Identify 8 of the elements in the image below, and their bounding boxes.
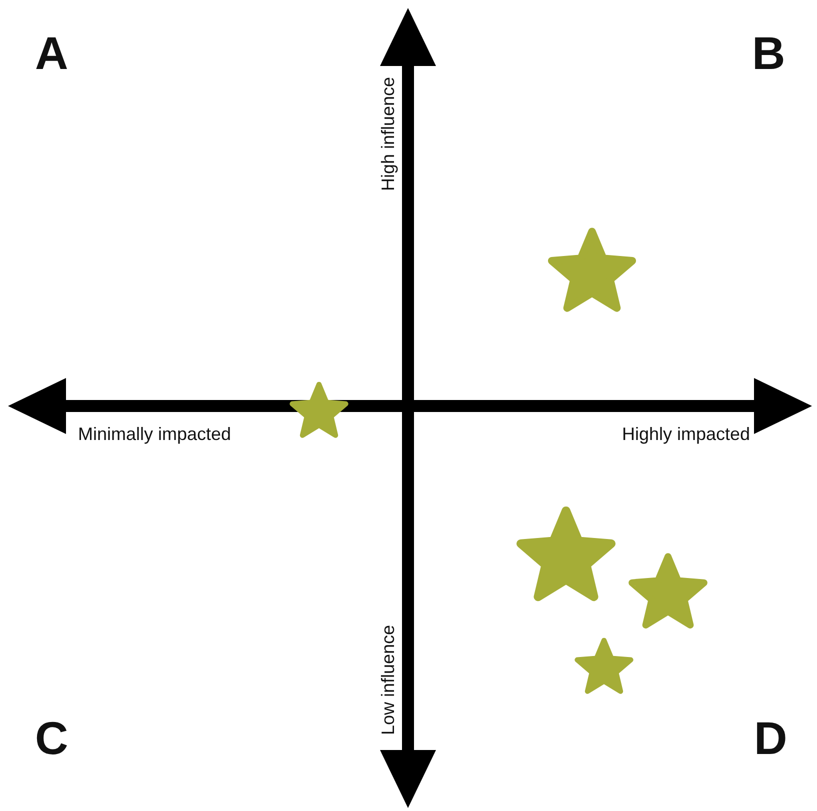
quadrant-letter: A [35, 30, 68, 76]
axis-label: Low influence [379, 624, 398, 736]
axis-label: Highly impacted [622, 425, 750, 443]
axis-label: High influence [379, 76, 398, 192]
axis-label: Minimally impacted [78, 425, 232, 443]
quadrant-letter: C [35, 715, 68, 761]
quadrant-letter: D [754, 715, 788, 761]
quadrant-letter: B [752, 30, 786, 76]
